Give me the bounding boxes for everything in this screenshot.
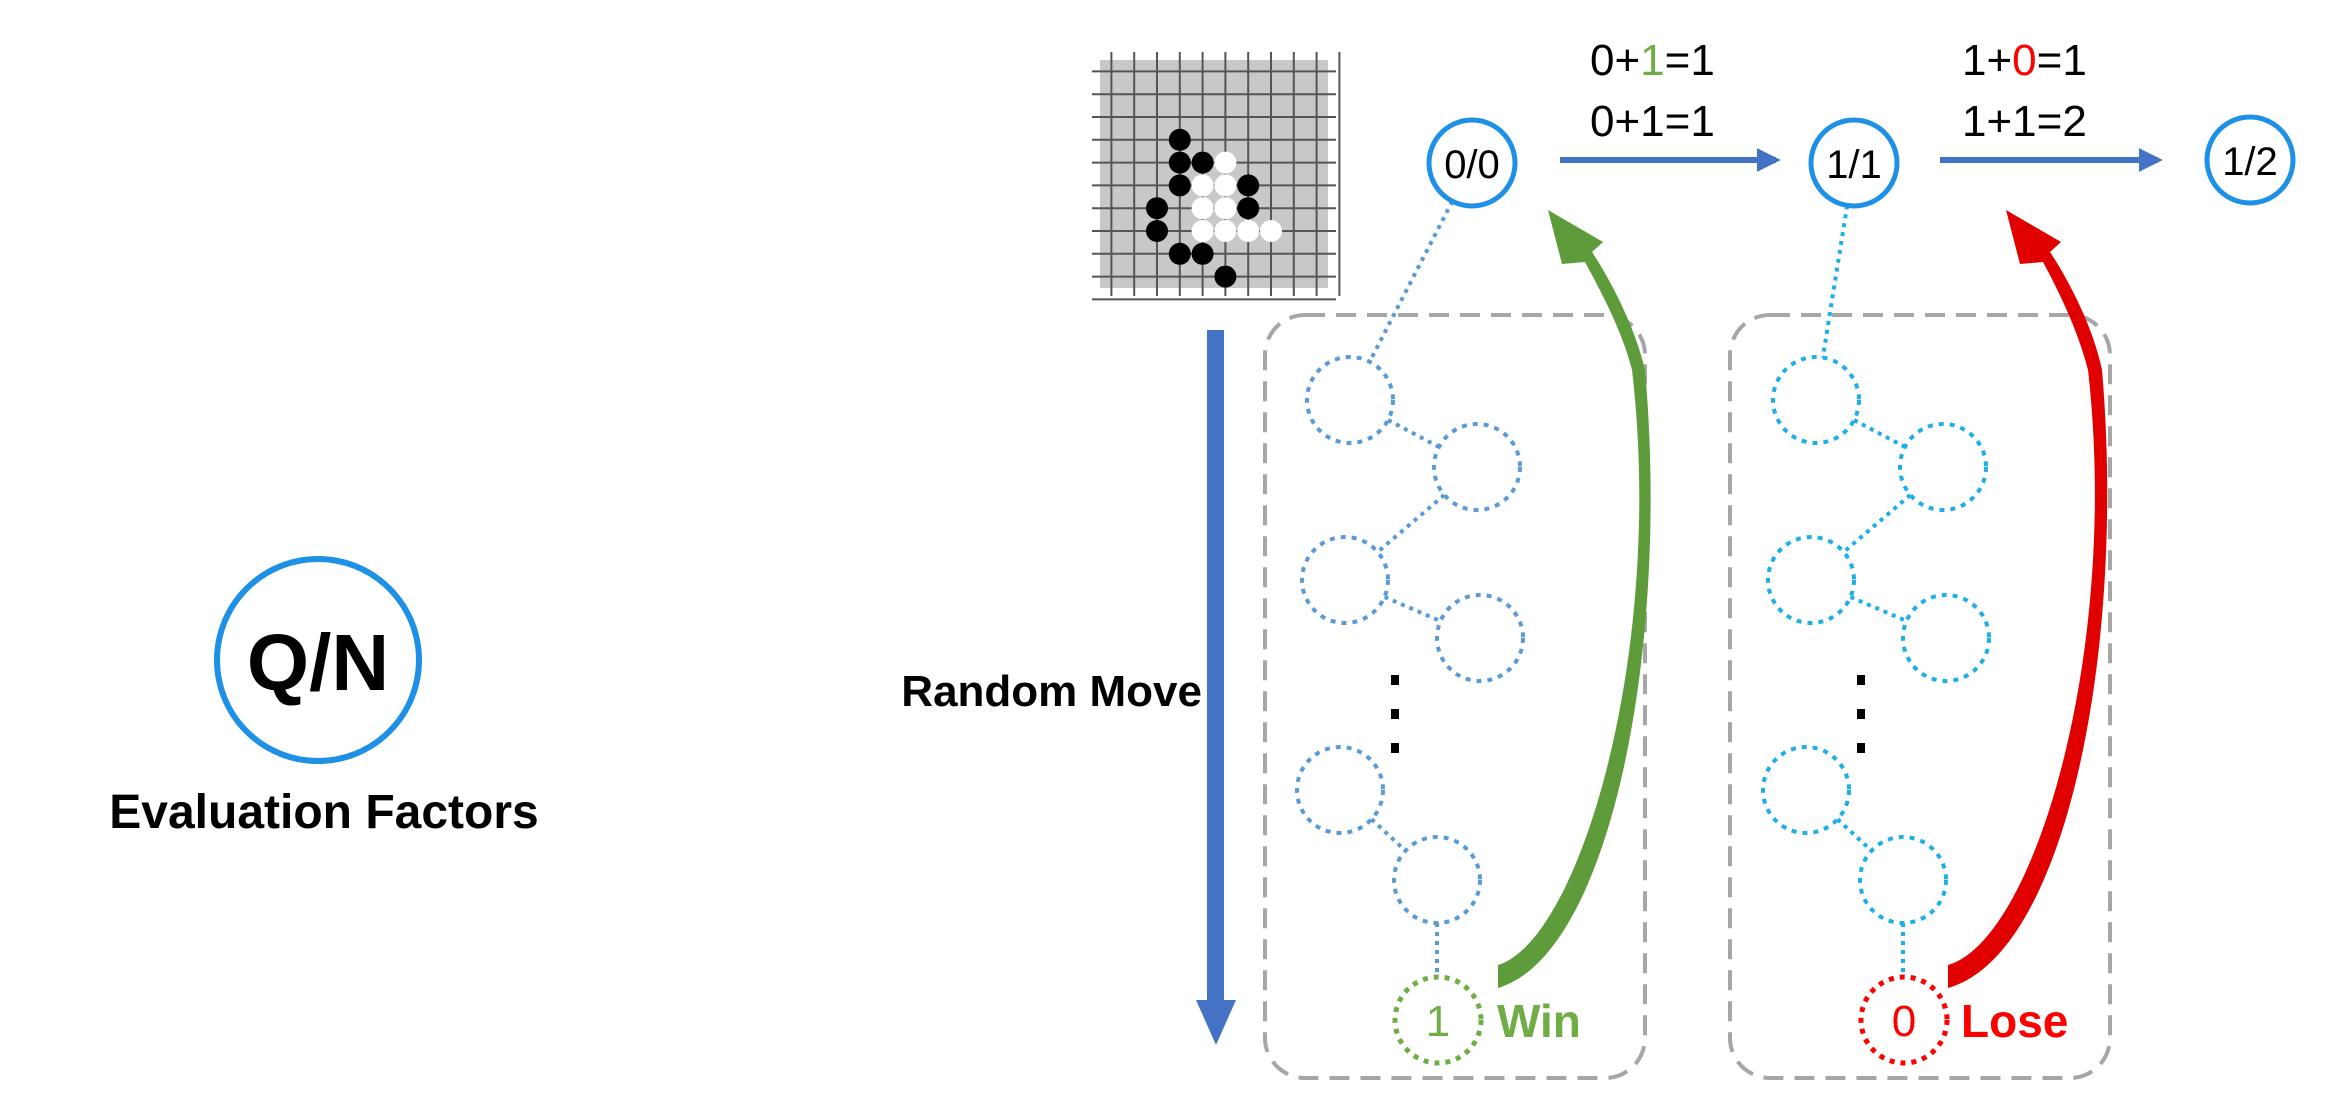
black-stone bbox=[1146, 197, 1168, 220]
board-stones bbox=[1146, 128, 1282, 288]
black-stone bbox=[1168, 128, 1191, 151]
tree-edge bbox=[1387, 418, 1440, 449]
tree-edge bbox=[1849, 595, 1908, 623]
white-stone bbox=[1191, 197, 1214, 220]
backprop-arrow-win bbox=[1498, 210, 1651, 988]
tree-edge bbox=[1367, 200, 1455, 363]
white-stone bbox=[1214, 220, 1237, 242]
simulation-tree-2 bbox=[1761, 205, 1991, 977]
random-move-arrow-shaft bbox=[1207, 330, 1224, 1010]
result-win: 1 Win bbox=[1392, 974, 1581, 1066]
equations-second: 1+0=1 1+1=2 bbox=[1962, 36, 2087, 146]
tree-edge bbox=[1383, 595, 1442, 623]
black-stone bbox=[1214, 265, 1237, 288]
tree-node bbox=[1435, 593, 1525, 683]
black-stone bbox=[1146, 220, 1168, 242]
ellipsis-dot bbox=[1391, 709, 1399, 719]
tree-node bbox=[1305, 355, 1395, 445]
equation-part: 0+ bbox=[1590, 36, 1640, 85]
legend-node-label: Q/N bbox=[247, 618, 389, 707]
top-node-circle bbox=[2204, 114, 2296, 206]
tree-node bbox=[1432, 422, 1522, 512]
top-node-label: 1/2 bbox=[2222, 140, 2278, 184]
equation-highlight: 1 bbox=[1640, 36, 1664, 85]
tree-node bbox=[1761, 745, 1851, 835]
tree-edge bbox=[1842, 493, 1912, 554]
equation-line: 1+1=2 bbox=[1962, 97, 2087, 146]
simulation-tree-1 bbox=[1295, 200, 1525, 977]
board-grid bbox=[1092, 52, 1341, 301]
backprop-arrow-lose bbox=[1948, 210, 2108, 988]
tree-edge bbox=[1836, 817, 1873, 853]
white-stone bbox=[1214, 174, 1237, 197]
random-move-arrow-head bbox=[1196, 1000, 1236, 1045]
equation-part: =1 bbox=[1665, 36, 1715, 85]
top-node-label: 0/0 bbox=[1444, 143, 1500, 187]
ellipsis-dot bbox=[1857, 709, 1865, 719]
go-board bbox=[1092, 52, 1341, 301]
tree-node bbox=[1300, 535, 1390, 625]
white-stone bbox=[1237, 220, 1260, 242]
result-value-lose: 0 bbox=[1892, 997, 1916, 1046]
equations-first: 0+1=1 0+1=1 bbox=[1590, 36, 1715, 146]
equation-line: 0+1=1 bbox=[1590, 36, 1715, 85]
equation-part: 1+ bbox=[1962, 36, 2012, 85]
white-stone bbox=[1214, 151, 1237, 174]
black-stone bbox=[1237, 197, 1260, 220]
top-node-label: 1/1 bbox=[1826, 143, 1882, 187]
top-node-1: 1/1 bbox=[1808, 117, 1900, 209]
tree-edge bbox=[1820, 205, 1850, 358]
white-stone bbox=[1260, 220, 1282, 242]
white-stone bbox=[1214, 197, 1237, 220]
tree-node bbox=[1766, 535, 1856, 625]
black-stone bbox=[1237, 174, 1260, 197]
tree-node bbox=[1858, 835, 1948, 925]
black-stone bbox=[1168, 151, 1191, 174]
result-node-lose bbox=[1858, 974, 1950, 1066]
simulation-box-1 bbox=[1263, 313, 1647, 1080]
random-move: Random Move bbox=[901, 330, 1236, 1045]
white-stone bbox=[1191, 220, 1214, 242]
tree-edge bbox=[1376, 493, 1446, 554]
simulation-box-2 bbox=[1728, 313, 2112, 1080]
white-stone bbox=[1191, 174, 1214, 197]
black-stone bbox=[1191, 151, 1214, 174]
tree-node bbox=[1771, 355, 1861, 445]
board-background bbox=[1100, 60, 1328, 288]
ellipsis-dot bbox=[1391, 675, 1399, 685]
result-label-win: Win bbox=[1497, 995, 1581, 1047]
tree-node bbox=[1392, 835, 1482, 925]
top-node-0: 0/0 bbox=[1426, 117, 1518, 209]
legend-node bbox=[214, 556, 422, 764]
result-node-win bbox=[1392, 974, 1484, 1066]
black-stone bbox=[1168, 174, 1191, 197]
legend: Q/N Evaluation Factors bbox=[109, 556, 539, 839]
tree-edge bbox=[1853, 418, 1906, 449]
result-value-win: 1 bbox=[1426, 997, 1450, 1046]
result-label-lose: Lose bbox=[1961, 995, 2068, 1047]
equation-part: =1 bbox=[2037, 36, 2087, 85]
tree-node bbox=[1901, 593, 1991, 683]
random-move-label: Random Move bbox=[901, 667, 1202, 716]
legend-caption: Evaluation Factors bbox=[109, 786, 538, 839]
result-lose: 0 Lose bbox=[1858, 974, 2068, 1066]
tree-node bbox=[1295, 745, 1385, 835]
black-stone bbox=[1168, 242, 1191, 265]
ellipsis-dot bbox=[1391, 743, 1399, 753]
equation-line: 1+0=1 bbox=[1962, 36, 2087, 85]
tree-node bbox=[1898, 422, 1988, 512]
top-node-circle bbox=[1808, 117, 1900, 209]
ellipsis-dot bbox=[1857, 675, 1865, 685]
tree-edge bbox=[1370, 817, 1407, 853]
top-node-circle bbox=[1426, 117, 1518, 209]
ellipsis-dot bbox=[1857, 743, 1865, 753]
equation-highlight: 0 bbox=[2012, 36, 2036, 85]
black-stone bbox=[1191, 242, 1214, 265]
equation-line: 0+1=1 bbox=[1590, 97, 1715, 146]
top-node-2: 1/2 bbox=[2204, 114, 2296, 206]
